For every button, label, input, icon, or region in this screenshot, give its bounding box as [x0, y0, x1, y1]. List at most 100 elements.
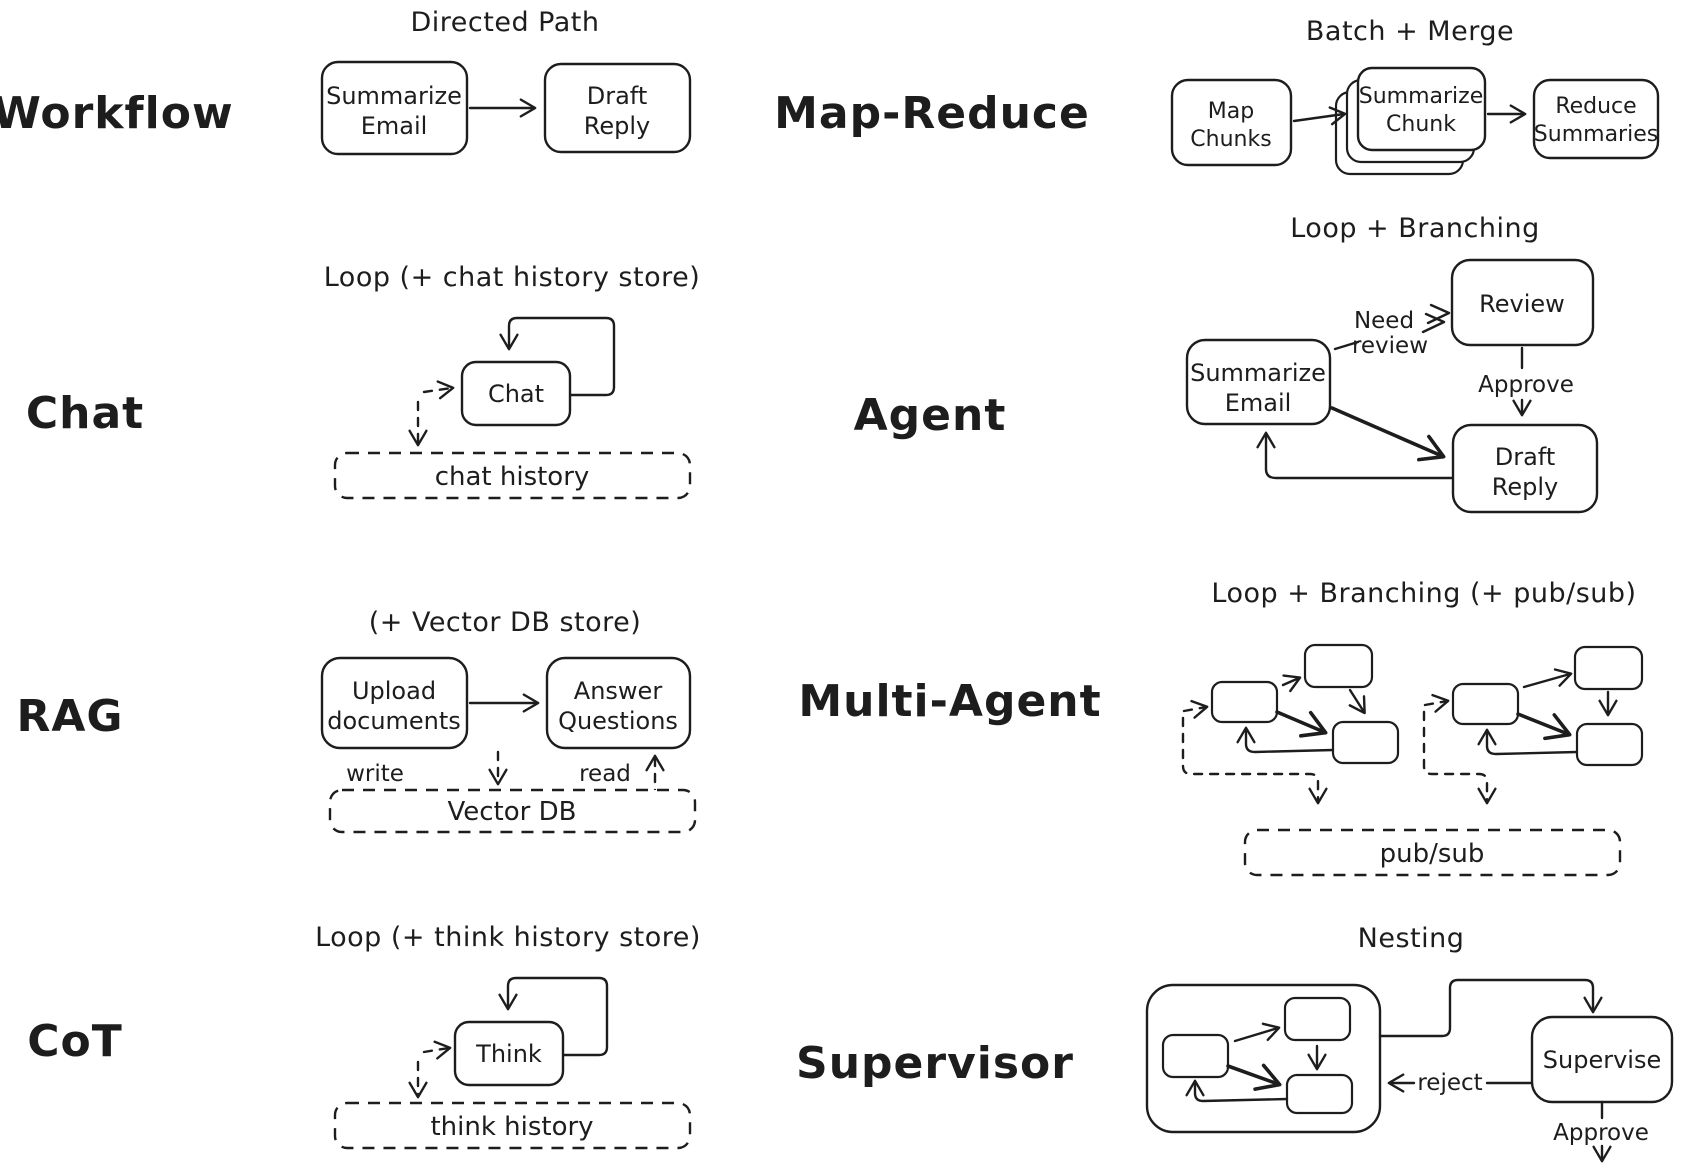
- multi-agent-cluster-1: [1181, 643, 1400, 805]
- agent-draft-reply-line2: Reply: [1492, 473, 1558, 501]
- map-chunks-node: [1170, 78, 1293, 167]
- supervisor-inner-bottom-node: [1285, 1073, 1354, 1115]
- rag-panel: RAG (+ Vector DB store) Upload documents…: [16, 607, 697, 834]
- think-history-label: think history: [430, 1112, 593, 1142]
- write-label: write: [346, 761, 404, 787]
- answer-questions-node: [545, 656, 692, 750]
- draft-to-summarize-return-arrow: [1256, 431, 1454, 480]
- chat-node: [460, 360, 572, 427]
- workflow-summarize-email-node: [320, 60, 469, 156]
- upload-documents-node: [320, 656, 469, 750]
- cluster1-entry-dashed-arrow: [1182, 699, 1209, 719]
- reduce-summaries-line2: Summaries: [1534, 122, 1658, 147]
- agent-caption: Loop + Branching: [1290, 213, 1540, 244]
- chat-loop-arrow: [499, 316, 616, 397]
- multi-agent-cluster-2: [1422, 645, 1644, 805]
- chat-caption: Loop (+ chat history store): [324, 262, 701, 293]
- cot-caption: Loop (+ think history store): [315, 922, 701, 953]
- agent-draft-reply-node: [1451, 423, 1599, 514]
- chat-entry-dashed-arrow: [422, 380, 455, 400]
- supervisor-inner-thick-arrow: [1226, 1063, 1282, 1091]
- cluster2-left-to-top-arrow: [1522, 668, 1573, 689]
- supervisor-inner-left-node: [1161, 1033, 1230, 1079]
- vector-db-store: [328, 788, 697, 834]
- cluster1-loop-return-arrow: [1236, 726, 1335, 754]
- cluster1-to-pubsub-dashed-arrow: [1181, 716, 1328, 805]
- need-review-label-line1: Need: [1354, 308, 1414, 334]
- workflow-summarize-email-line2: Email: [361, 112, 428, 140]
- reject-label: reject: [1417, 1070, 1482, 1096]
- agent-draft-reply-line1: Draft: [1495, 443, 1556, 471]
- answer-questions-line1: Answer: [574, 677, 663, 705]
- cluster2-loop-return-arrow: [1477, 728, 1579, 756]
- map-to-summarize-arrow: [1292, 106, 1347, 126]
- cluster2-top-node: [1573, 645, 1644, 691]
- supervisor-approve-label: Approve: [1553, 1120, 1649, 1146]
- need-review-leader-line: [1333, 340, 1360, 351]
- cluster2-left-node: [1451, 682, 1520, 726]
- supervisor-inner-loop-return-arrow: [1185, 1079, 1289, 1103]
- multi-agent-panel: Multi-Agent Loop + Branching (+ pub/sub): [798, 578, 1644, 877]
- pub-sub-label: pub/sub: [1380, 839, 1485, 869]
- agent-review-node: [1450, 258, 1595, 347]
- think-history-store: [333, 1101, 692, 1150]
- map-reduce-panel: Map-Reduce Batch + Merge Map Chunks Summ…: [774, 16, 1660, 176]
- vector-db-label: Vector DB: [448, 797, 577, 827]
- workflow-draft-reply-line2: Reply: [584, 112, 650, 140]
- map-reduce-caption: Batch + Merge: [1306, 16, 1514, 47]
- workflow-summarize-email-line1: Summarize: [326, 82, 462, 110]
- workflow-title: Workflow: [0, 88, 234, 139]
- cluster1-left-to-top-arrow: [1281, 674, 1302, 693]
- read-label: read: [579, 761, 631, 787]
- supervisor-inner-top-node: [1283, 996, 1352, 1042]
- cluster2-bottom-node: [1575, 722, 1644, 767]
- agent-title: Agent: [854, 390, 1007, 441]
- rag-title: RAG: [16, 691, 123, 742]
- cluster2-to-pubsub-dashed-arrow: [1422, 710, 1497, 805]
- workflow-caption: Directed Path: [411, 7, 600, 38]
- chat-title: Chat: [26, 388, 144, 439]
- cluster1-top-node: [1303, 643, 1374, 689]
- map-reduce-title: Map-Reduce: [774, 88, 1090, 139]
- think-node-label: Think: [475, 1040, 542, 1068]
- approve-label: Approve: [1478, 372, 1574, 398]
- upload-documents-line1: Upload: [352, 677, 436, 705]
- cot-title: CoT: [27, 1016, 123, 1067]
- workflow-draft-reply-node: [543, 62, 692, 154]
- workflow-draft-reply-line1: Draft: [587, 82, 648, 110]
- workflow-panel: Workflow Directed Path Summarize Email D…: [0, 7, 692, 156]
- cot-loop-arrow: [498, 976, 609, 1057]
- agent-summarize-email-node: [1185, 338, 1332, 426]
- agent-panel: Agent Loop + Branching Summarize Email R…: [854, 213, 1599, 514]
- cluster2-left-to-bottom-thick-arrow: [1516, 712, 1572, 741]
- need-review-chevron-1: [1421, 312, 1446, 334]
- cluster1-left-to-bottom-thick-arrow: [1275, 710, 1328, 738]
- map-chunks-line1: Map: [1208, 99, 1254, 124]
- cluster1-left-node: [1210, 680, 1279, 724]
- chat-node-label: Chat: [488, 380, 544, 408]
- multi-agent-title: Multi-Agent: [798, 676, 1101, 727]
- cluster1-top-to-bottom-arrow: [1348, 688, 1366, 715]
- agent-review-label: Review: [1479, 290, 1565, 318]
- summarize-to-draft-thick-arrow: [1330, 406, 1446, 462]
- multi-agent-caption: Loop + Branching (+ pub/sub): [1211, 578, 1636, 609]
- map-chunks-line2: Chunks: [1190, 127, 1271, 152]
- cluster2-entry-dashed-arrow: [1423, 693, 1450, 713]
- pub-sub-store: [1243, 828, 1622, 877]
- reduce-summaries-node: [1532, 78, 1660, 160]
- summarize-chunk-node: [1356, 66, 1487, 152]
- supervise-label: Supervise: [1543, 1046, 1661, 1074]
- cot-panel: CoT Loop (+ think history store) Think t…: [27, 922, 701, 1150]
- supervisor-title: Supervisor: [796, 1038, 1074, 1089]
- summarize-chunk-line1: Summarize: [1359, 84, 1484, 109]
- supervisor-caption: Nesting: [1358, 923, 1465, 954]
- answer-questions-line2: Questions: [558, 707, 678, 735]
- rag-caption: (+ Vector DB store): [369, 607, 642, 638]
- agent-summarize-email-line1: Summarize: [1190, 359, 1326, 387]
- cot-entry-dashed-arrow: [422, 1040, 452, 1060]
- think-node: [453, 1020, 565, 1087]
- need-review-chevron-2: [1426, 303, 1451, 325]
- container-to-supervise-arrow: [1378, 978, 1603, 1038]
- supervisor-inner-left-to-top-arrow: [1233, 1022, 1281, 1043]
